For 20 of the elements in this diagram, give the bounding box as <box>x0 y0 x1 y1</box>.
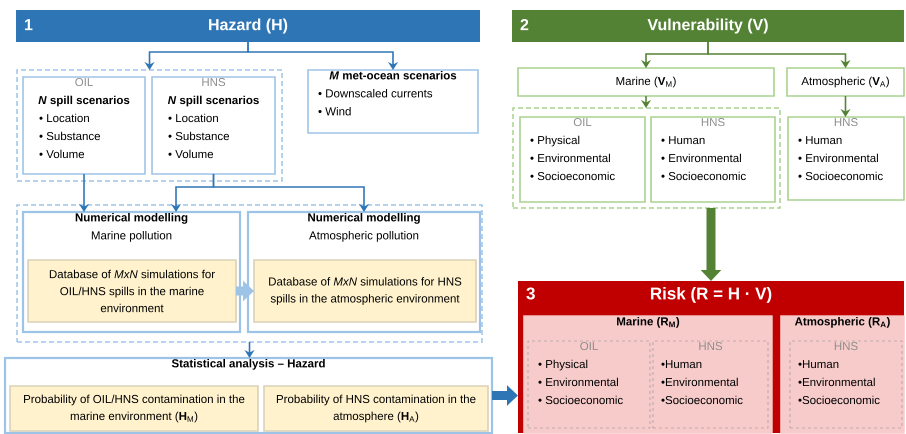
category-box: Atmospheric (V$_{A}$) <box>786 67 905 97</box>
factor-box: HNS • Human • Environmental • Socioeconomic <box>650 116 776 203</box>
category-box: Marine (V$_{M}$) <box>517 67 775 97</box>
factor-box: HNS • Human • Environmental • Socioeconomic <box>787 116 905 201</box>
database-box: Database of MxN simulations for OIL/HNS spills in the marine environment <box>27 259 237 323</box>
scenario-box: HNS N spill scenarios • Location • Substance • Volume <box>151 76 276 175</box>
result-box: Probability of HNS contamination in the atmosphere (H$_{A}$) <box>263 385 489 432</box>
factor-box: HNS •Human •Environmental •Socioeconomic <box>652 340 768 428</box>
dashed-group-box <box>16 204 483 343</box>
factor-box: OIL • Physical • Environmental • Socioeconomic <box>528 340 650 428</box>
database-box: Database of MxN simulations for HNS spills in the atmospheric environment <box>253 259 477 323</box>
scenario-box: OIL N spill scenarios • Location • Substance • Volume <box>22 76 146 175</box>
dashed-group-box <box>16 69 283 182</box>
header-bar: 2 Vulnerability (V) <box>512 10 904 42</box>
scenario-box: M met-ocean scenarios • Downscaled currents • Wind <box>307 69 479 134</box>
header-bar: 1 Hazard (H) <box>16 10 480 42</box>
factor-box: OIL • Physical • Environmental • Socioeconomic <box>519 116 646 203</box>
factor-box: HNS •Human •Environmental •Socioeconomic <box>790 340 902 428</box>
result-box: Probability of OIL/HNS contamination in the marine environment (H$_{M}$) <box>9 385 259 432</box>
dashed-group-box <box>512 107 781 209</box>
